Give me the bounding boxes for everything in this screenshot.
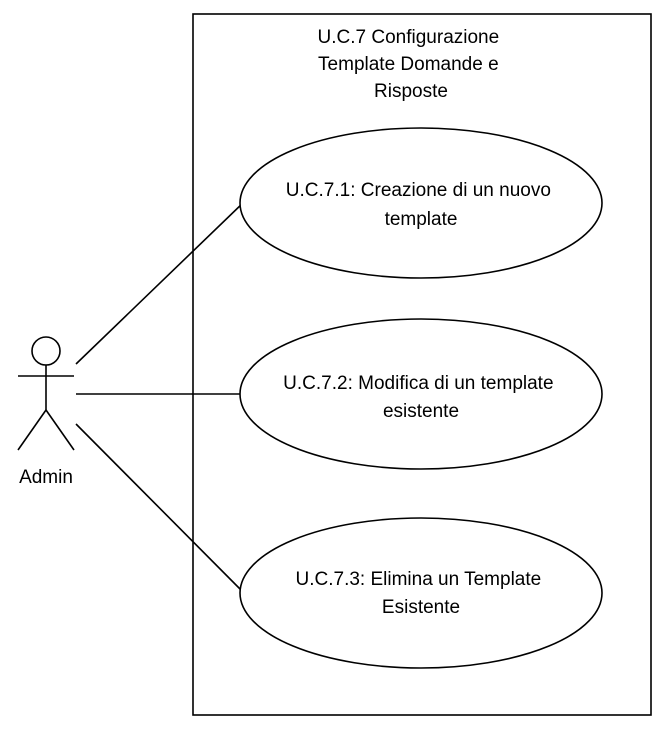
use-case-7-3[interactable]: U.C.7.3: Elimina un Template Esistente — [239, 517, 603, 669]
system-title: U.C.7 Configurazione Template Domande e … — [318, 27, 505, 102]
use-case-7-3-ellipse — [239, 517, 603, 669]
actor-head — [31, 336, 61, 366]
actor-name: Admin — [19, 467, 73, 488]
use-case-7-1-line-1: U.C.7.1: Creazione di un nuovo — [286, 180, 551, 201]
use-case-7-3-line-1: U.C.7.3: Elimina un Template — [296, 569, 542, 590]
association-line-1 — [75, 200, 246, 365]
use-case-7-3-line-2: Esistente — [382, 597, 460, 618]
use-case-7-1-ellipse — [239, 127, 603, 279]
use-case-7-1-label: U.C.7.1: Creazione di un nuovo template — [286, 180, 556, 230]
use-case-7-2-line-1: U.C.7.2: Modifica di un template — [283, 373, 553, 394]
use-case-7-1[interactable]: U.C.7.1: Creazione di un nuovo template — [239, 127, 603, 279]
use-case-7-2[interactable]: U.C.7.2: Modifica di un template esisten… — [239, 318, 603, 470]
use-case-7-2-line-2: esistente — [383, 401, 459, 422]
system-boundary — [192, 13, 652, 716]
association-line-3 — [75, 423, 244, 593]
use-case-7-2-ellipse — [239, 318, 603, 470]
use-case-7-3-label: U.C.7.3: Elimina un Template Esistente — [296, 569, 547, 618]
system-title-line-1: U.C.7 Configurazione — [318, 27, 500, 48]
actor-admin[interactable]: Admin — [17, 336, 75, 488]
system-title-line-3: Risposte — [374, 81, 448, 102]
actor-right-leg — [45, 409, 75, 451]
use-case-7-2-label: U.C.7.2: Modifica di un template esisten… — [283, 373, 559, 422]
use-case-7-1-line-2: template — [385, 209, 458, 230]
system-title-line-2: Template Domande e — [318, 54, 499, 75]
actor-left-leg — [17, 409, 47, 451]
